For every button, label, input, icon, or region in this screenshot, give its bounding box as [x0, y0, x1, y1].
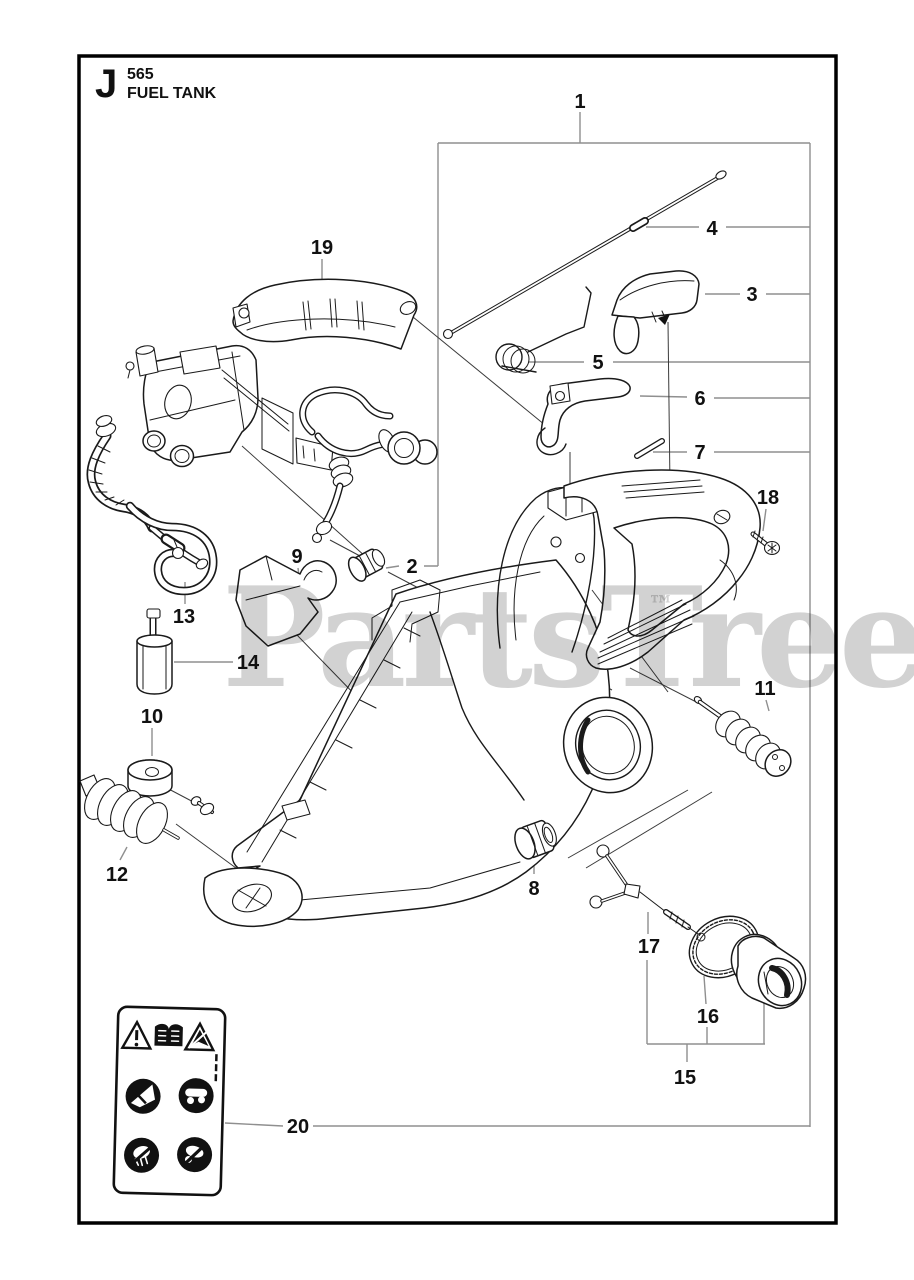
model-number: 565: [127, 66, 154, 83]
callout-numbers: 1 2 3 4 5 6 7 8 9 10 11 12 13 14 15 16 1…: [106, 91, 779, 1138]
kickback-triangle-icon: [183, 1021, 216, 1052]
pictogram-protective-gear-icon: [178, 1078, 214, 1114]
callout-16: 16: [697, 1006, 719, 1028]
tank-guard-drawing: [235, 555, 337, 647]
cap-retainer-drawing: [589, 844, 706, 942]
vibration-damper-drawing: [693, 696, 792, 777]
fuel-cap-drawing: [730, 933, 807, 1010]
watermark-tm-icon: ™: [648, 591, 674, 621]
callout-13: 13: [173, 606, 195, 628]
callout-14: 14: [237, 652, 260, 674]
warning-triangle-icon: [120, 1019, 153, 1050]
callout-19: 19: [311, 237, 333, 259]
callout-1: 1: [574, 91, 585, 113]
decal-fineprint-marks: [214, 1054, 218, 1082]
callout-leader-lines: [119, 112, 811, 1127]
callout-12: 12: [106, 864, 128, 886]
watermark-text: PartsTree: [222, 556, 914, 719]
callout-7: 7: [694, 442, 705, 464]
lockout-pin-drawing: [634, 438, 665, 459]
callout-8: 8: [528, 878, 539, 900]
callout-11: 11: [754, 678, 775, 700]
callout-3: 3: [746, 284, 757, 306]
callout-5: 5: [592, 352, 603, 374]
grommet-small-drawing: [347, 548, 386, 582]
pictogram-one-hand-icon: [124, 1137, 160, 1173]
pictogram-no-onehand-icon: [177, 1137, 213, 1173]
exploded-view-illustration: [79, 170, 807, 1197]
callout-10: 10: [141, 706, 163, 728]
throttle-trigger-drawing: [611, 270, 700, 355]
fuel-cap-assembly-drawing: [589, 844, 807, 1010]
buffer-drawing: [127, 759, 173, 797]
callout-15: 15: [674, 1067, 696, 1089]
intake-cover-drawing: [232, 278, 418, 350]
watermark: PartsTree ™: [222, 556, 914, 719]
damper-spring-drawing: [79, 774, 215, 844]
carburetor-assembly-drawing: [86, 344, 334, 570]
callout-9: 9: [291, 546, 302, 568]
page-title: FUEL TANK: [127, 85, 217, 102]
fuel-tank-body-drawing: [203, 477, 654, 928]
callout-4: 4: [706, 218, 718, 240]
rear-handle-drawing: [563, 469, 761, 670]
callout-17: 17: [638, 936, 660, 958]
section-letter: J: [95, 62, 117, 106]
throttle-rod-drawing: [442, 170, 727, 340]
fuel-hose-cluster-drawing: [299, 386, 438, 544]
throttle-lockout-drawing: [536, 377, 631, 456]
callout-6: 6: [694, 388, 705, 410]
callout-2: 2: [406, 556, 417, 578]
grommet-large-drawing: [514, 819, 557, 860]
callout-18: 18: [757, 487, 779, 509]
pictogram-bar-contact-icon: [125, 1078, 161, 1114]
manual-book-icon: [154, 1023, 183, 1047]
handle-screw-drawing: [750, 530, 781, 556]
fuel-filter-drawing: [136, 608, 173, 695]
callout-20: 20: [287, 1116, 309, 1138]
diagram-header: J 565 FUEL TANK: [95, 62, 217, 106]
safety-decal-drawing: [112, 1005, 227, 1197]
fuel-hose-drawing: [125, 501, 218, 596]
trigger-spring-drawing: [495, 286, 592, 374]
